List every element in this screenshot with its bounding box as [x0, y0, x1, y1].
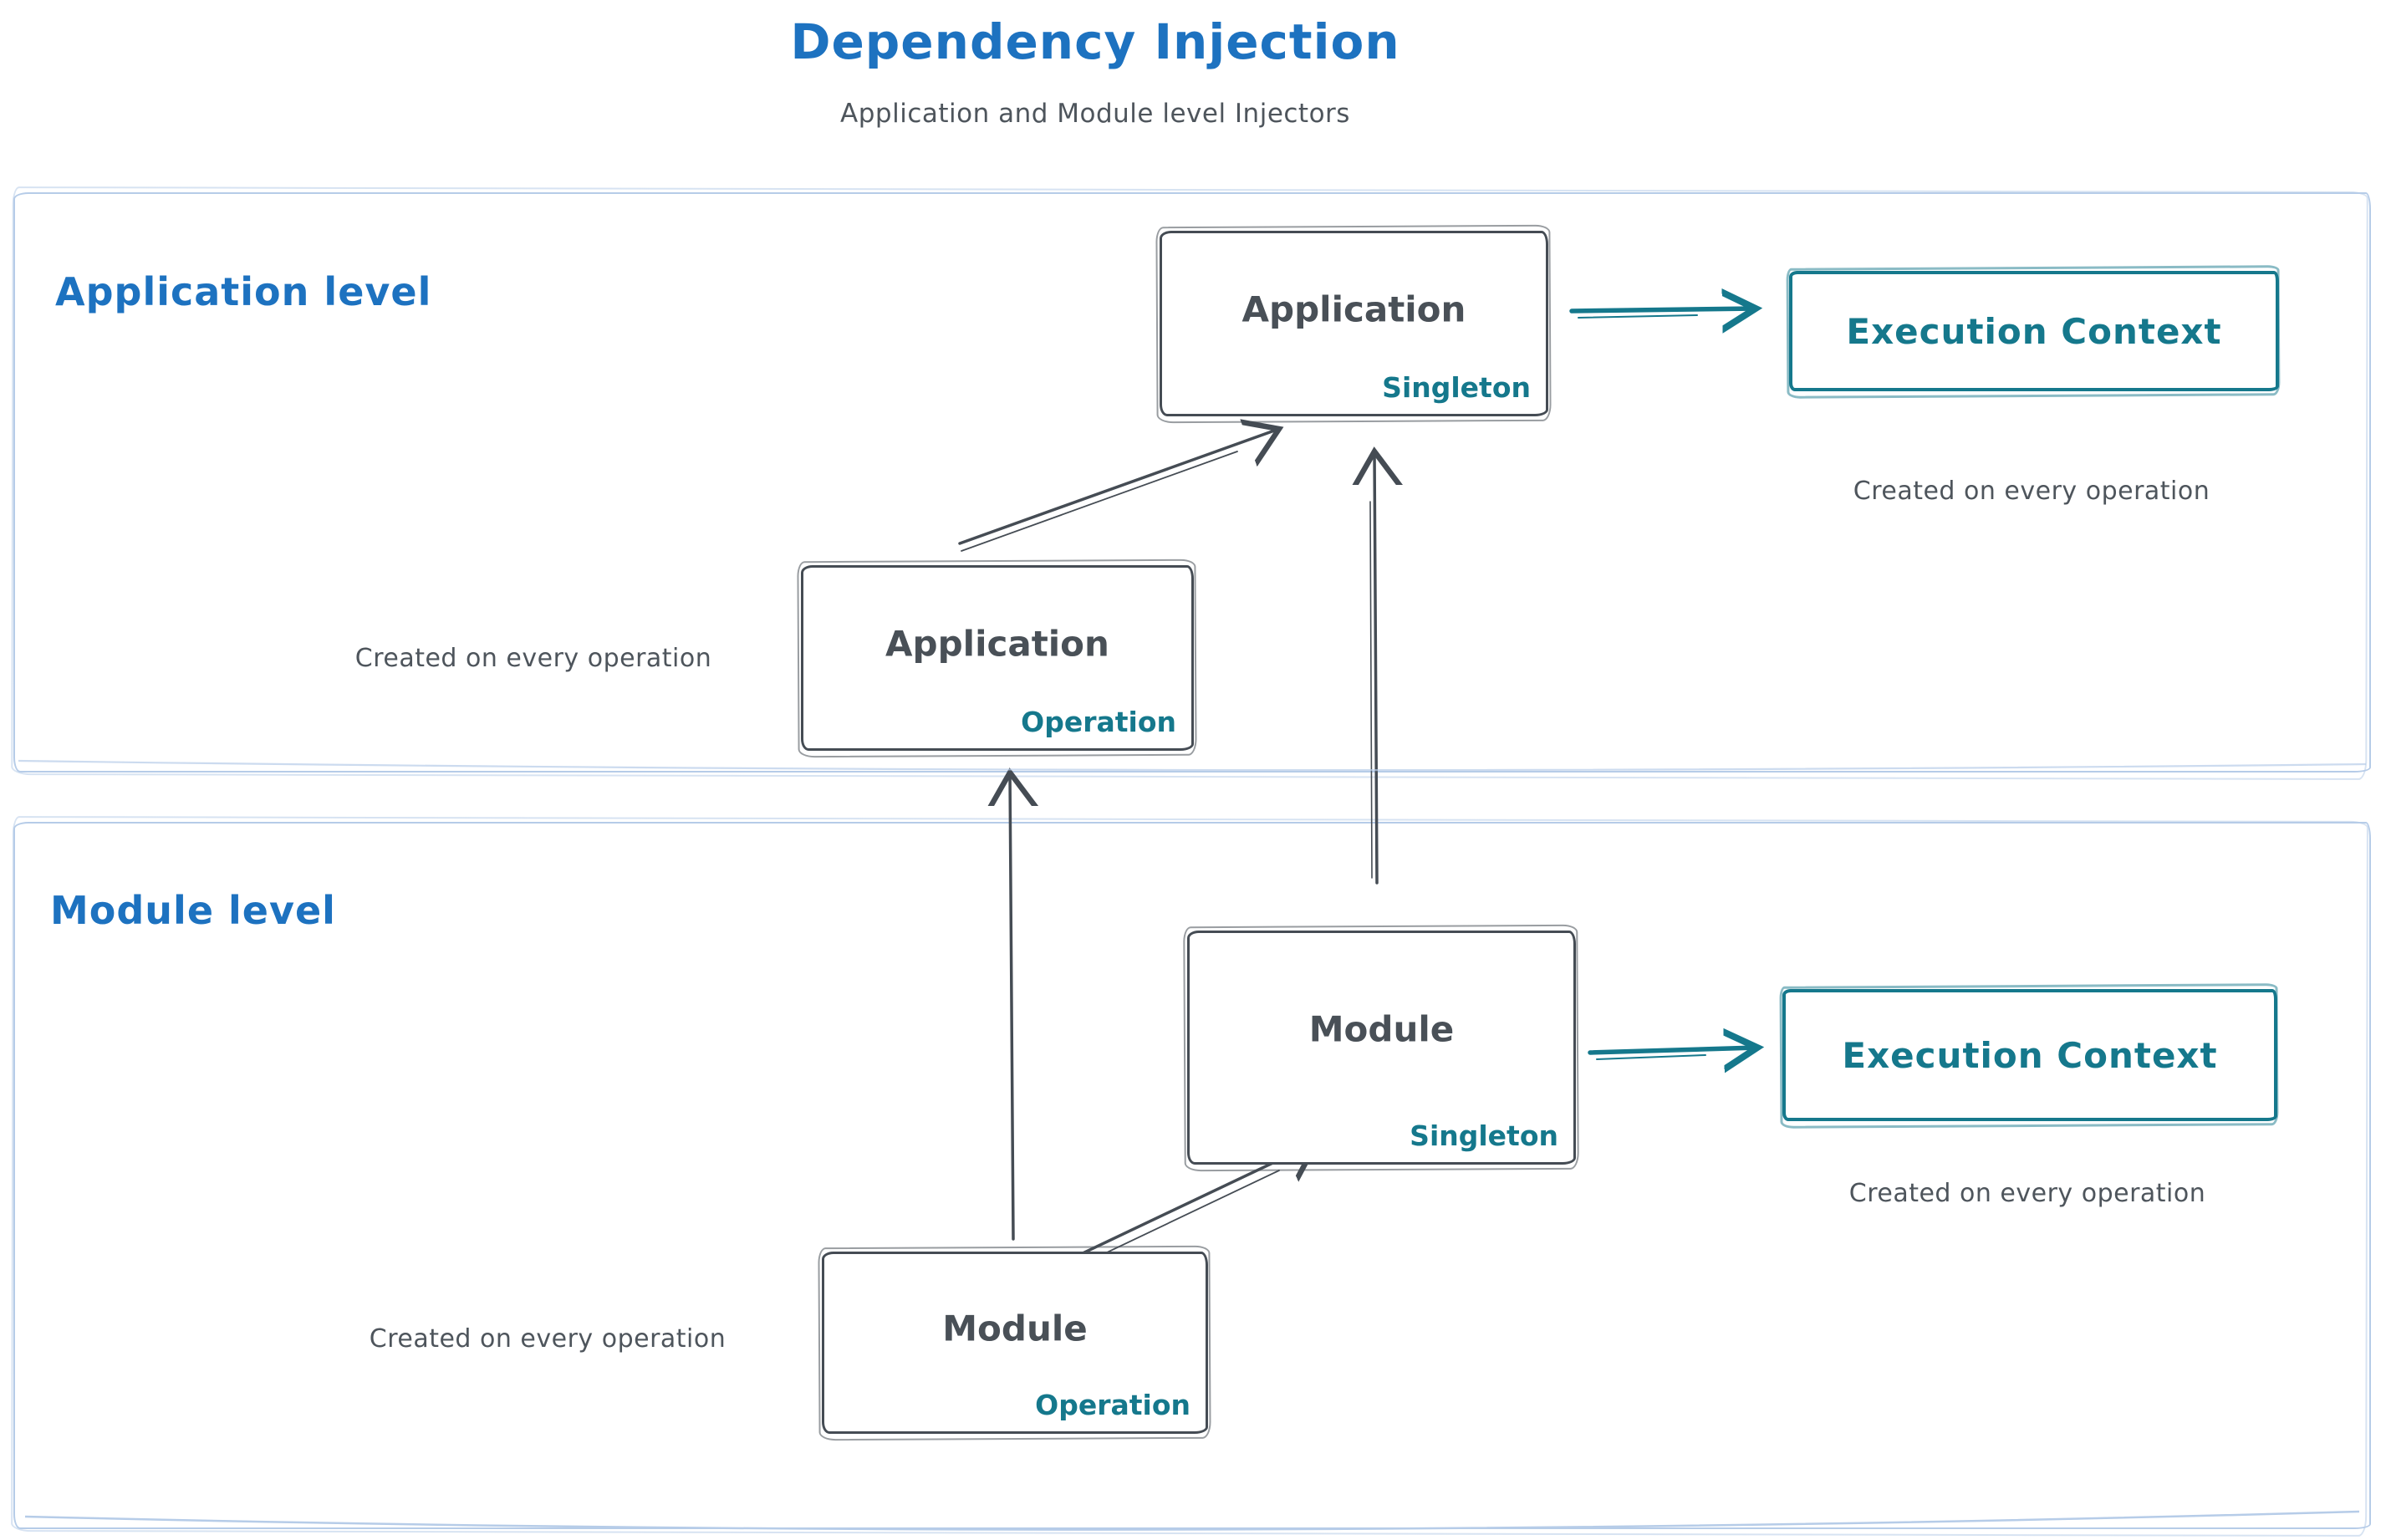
- module-execution-context-label: Execution Context: [1842, 1034, 2218, 1076]
- app-singleton-title: Application: [1241, 288, 1466, 330]
- app-execution-context-caption: Created on every operation: [1853, 477, 2210, 506]
- app-singleton-box: Application Singleton: [1160, 231, 1548, 416]
- module-operation-title: Module: [942, 1308, 1088, 1349]
- module-level-label: Module level: [50, 888, 336, 933]
- module-operation-caption: Created on every operation: [369, 1324, 727, 1354]
- module-singleton-title: Module: [1308, 1008, 1455, 1050]
- app-execution-context-label: Execution Context: [1846, 310, 2222, 352]
- app-singleton-badge: Singleton: [1382, 371, 1531, 404]
- page-subtitle: Application and Module level Injectors: [840, 99, 1350, 129]
- module-execution-context-box: Execution Context: [1782, 989, 2277, 1121]
- module-singleton-box: Module Singleton: [1187, 931, 1576, 1165]
- module-execution-context-caption: Created on every operation: [1848, 1179, 2206, 1208]
- application-level-label: Application level: [55, 269, 432, 314]
- module-singleton-badge: Singleton: [1410, 1119, 1558, 1152]
- module-operation-badge: Operation: [1035, 1389, 1190, 1421]
- app-operation-box: Application Operation: [801, 565, 1194, 751]
- module-operation-box: Module Operation: [822, 1252, 1208, 1434]
- app-operation-caption: Created on every operation: [354, 644, 712, 673]
- page-title: Dependency Injection: [790, 13, 1400, 70]
- app-execution-context-box: Execution Context: [1789, 271, 2279, 391]
- diagram-header: Dependency Injection Application and Mod…: [0, 0, 2190, 129]
- app-operation-badge: Operation: [1021, 706, 1176, 738]
- application-level-panel: [13, 192, 2371, 773]
- app-operation-title: Application: [885, 623, 1109, 665]
